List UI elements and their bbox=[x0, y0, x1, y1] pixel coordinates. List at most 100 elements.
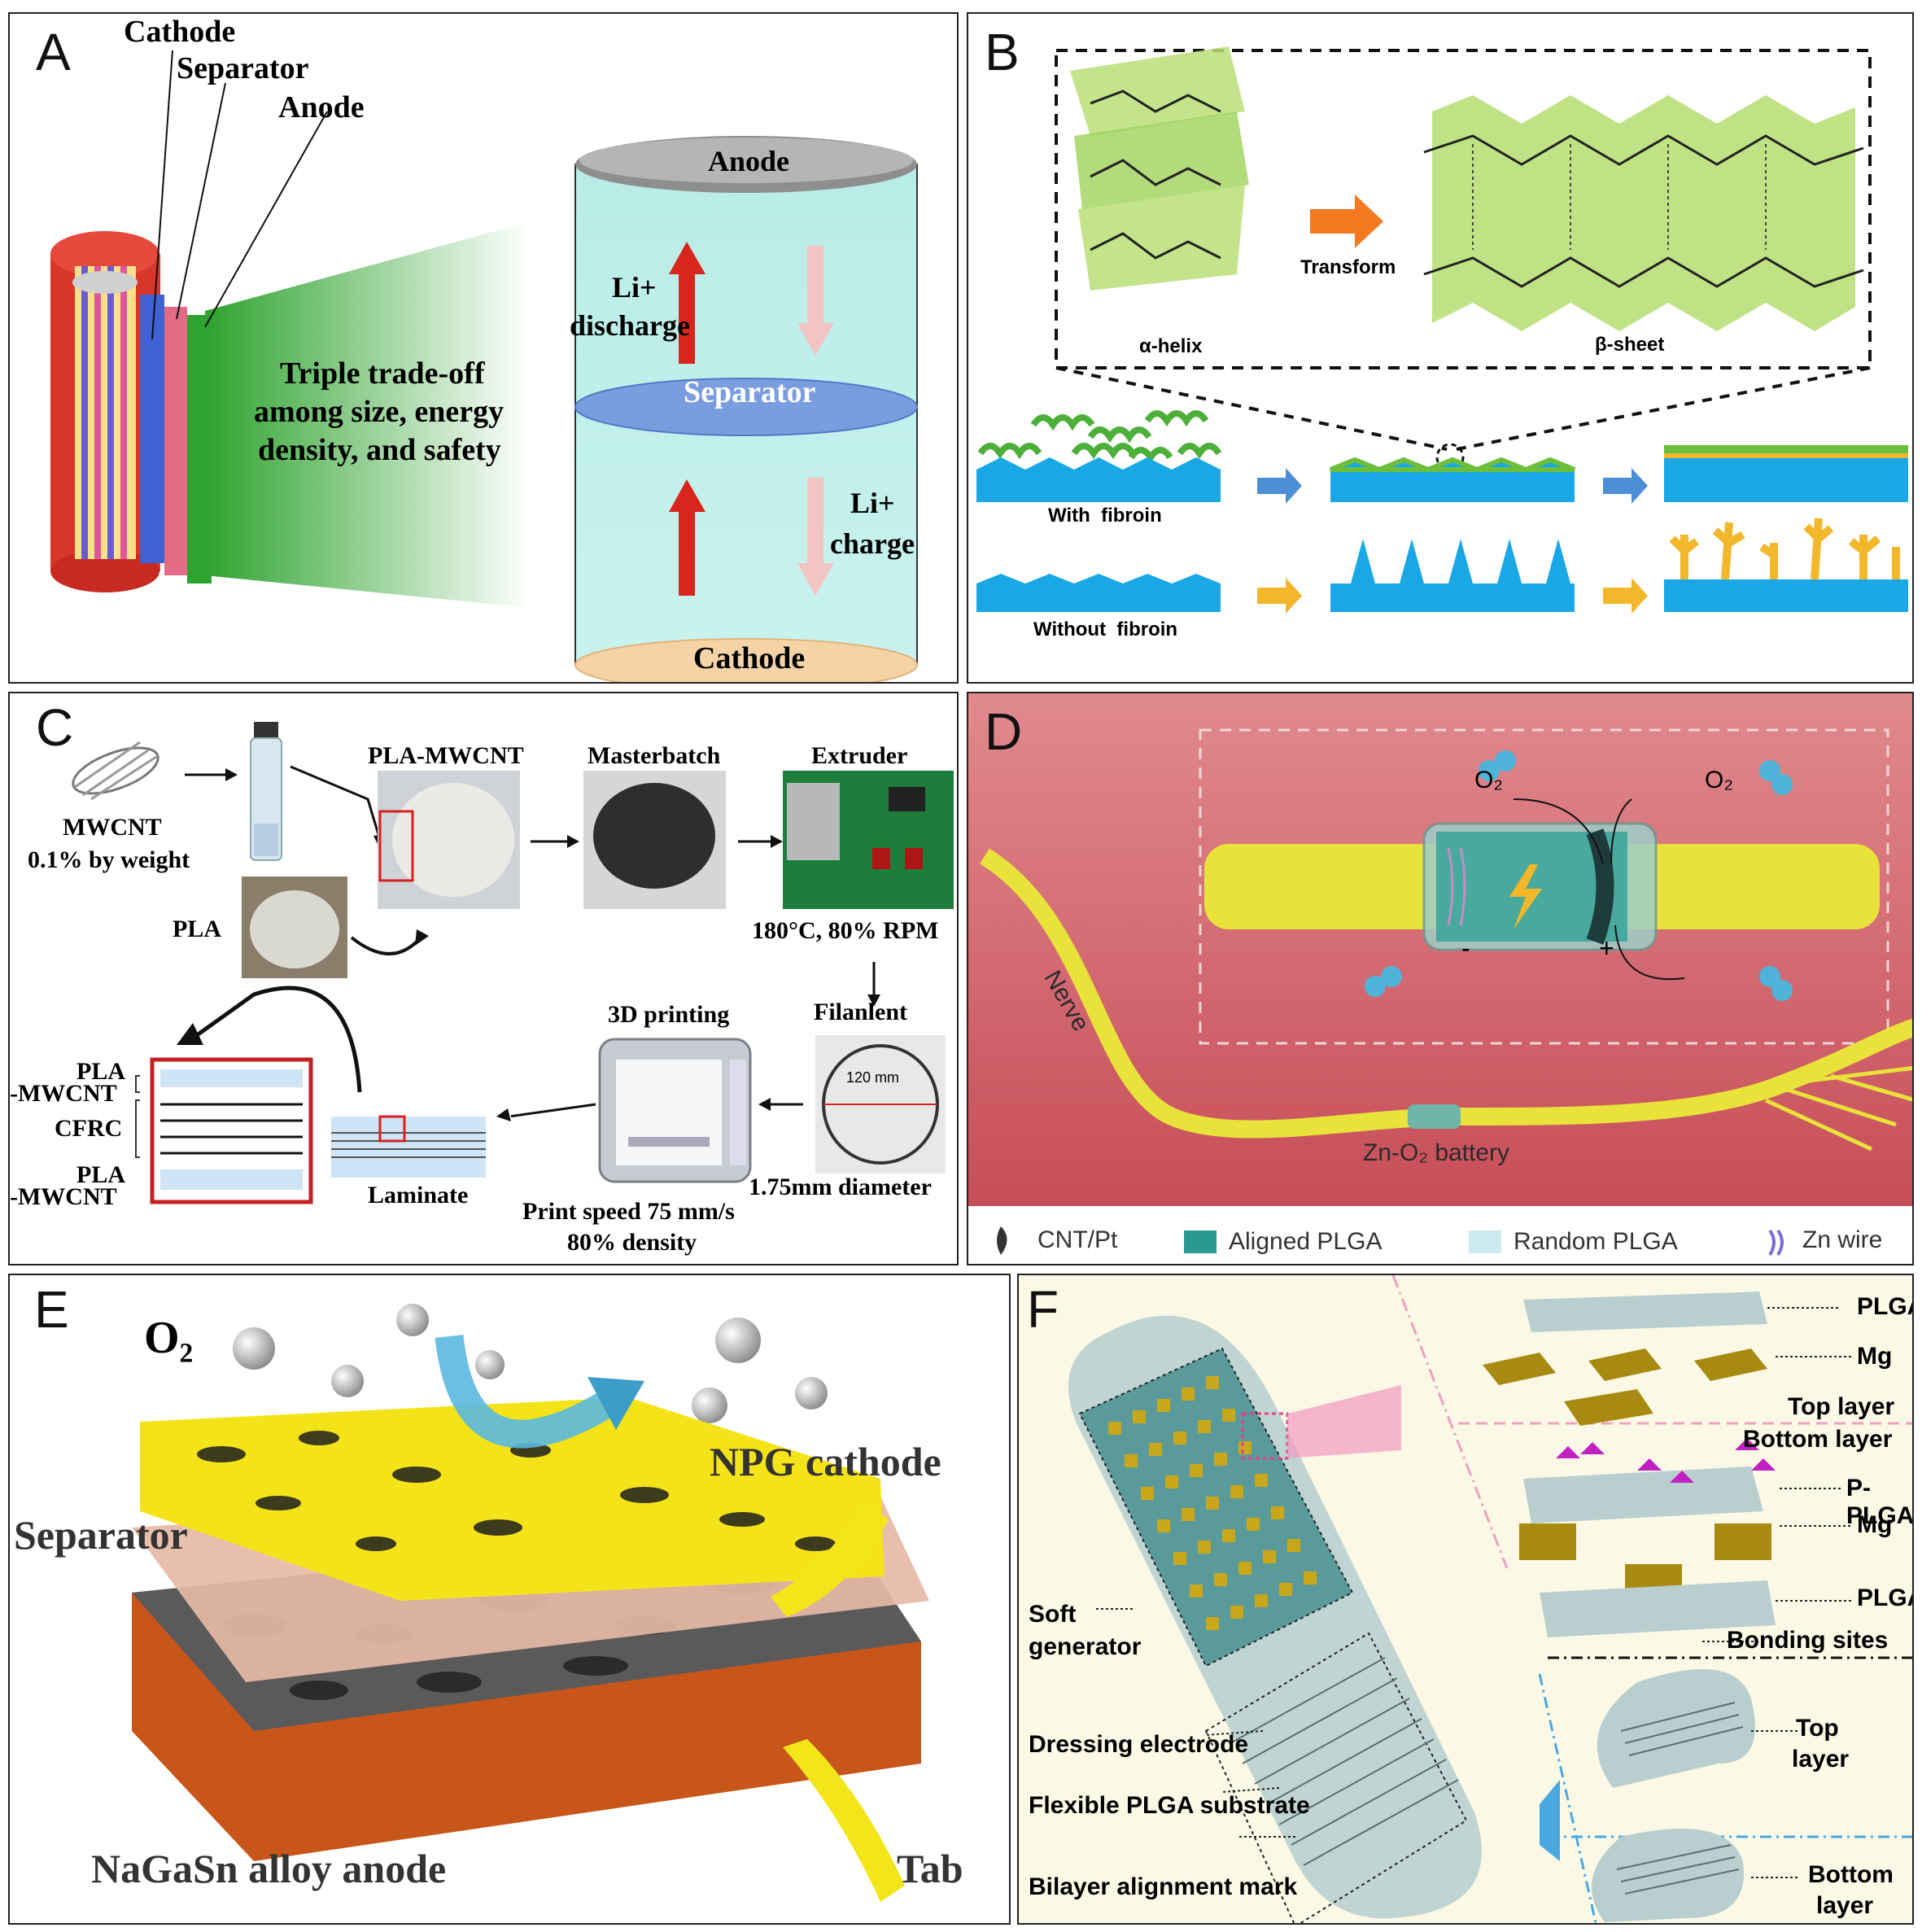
transform-label: Transform bbox=[1300, 256, 1396, 278]
panel-e: E bbox=[8, 1274, 1011, 1925]
tradeoff-beam bbox=[205, 221, 531, 608]
panel-f: F PLGA Mg Top layer Bottom layer P-PLGA … bbox=[1017, 1274, 1914, 1925]
lightning-icon bbox=[1509, 864, 1542, 929]
tradeoff-line-1: Triple trade-off bbox=[280, 356, 485, 391]
pla-mwcnt-label: PLA-MWCNT bbox=[368, 742, 524, 769]
printing-label: 3D printing bbox=[608, 1001, 730, 1028]
f-plga-bot: PLGA bbox=[1857, 1585, 1912, 1611]
f-bottom-layer: Bottom layer bbox=[1743, 1426, 1893, 1453]
with-fibroin-label: With fibroin bbox=[1048, 505, 1162, 527]
anode-tab bbox=[783, 1739, 905, 1902]
panel-d: D O₂ O₂ - + Nerve Zn-O₂ battery CNT/Pt A… bbox=[967, 692, 1914, 1265]
arrow-1a bbox=[1257, 468, 1302, 504]
f-pplga: P-PLGA bbox=[1846, 1475, 1914, 1529]
li-charge-2: charge bbox=[830, 527, 915, 560]
laminate-icon bbox=[331, 1115, 486, 1178]
bottom-layer-blob bbox=[1592, 1829, 1745, 1922]
label-cathode: Cathode bbox=[124, 15, 236, 49]
panel-c: C bbox=[8, 692, 959, 1265]
tradeoff-line-2: among size, energy bbox=[254, 395, 505, 429]
f-plga-top: PLGA bbox=[1857, 1293, 1912, 1320]
panel-b-graphic bbox=[976, 46, 1908, 614]
alpha-helix-label: α-helix bbox=[1139, 335, 1203, 357]
filament-diameter: 1.75mm diameter bbox=[749, 1174, 932, 1200]
masterbatch-label: Masterbatch bbox=[588, 742, 721, 769]
label-anode: Anode bbox=[278, 90, 365, 125]
layer-top-1: PLA bbox=[76, 1058, 125, 1085]
panel-e-label: E bbox=[34, 1280, 69, 1339]
tradeoff-line-3: density, and safety bbox=[258, 433, 501, 467]
f-soft-gen-1: Soft bbox=[1029, 1601, 1077, 1628]
dendrites bbox=[1669, 518, 1900, 580]
panel-e-graphic bbox=[132, 1304, 929, 1902]
transform-arrow bbox=[1310, 195, 1383, 248]
layer-mid: CFRC bbox=[55, 1115, 123, 1142]
legend-aligned: Aligned PLGA bbox=[1229, 1228, 1383, 1255]
panel-c-graphic bbox=[72, 722, 954, 1204]
panel-b: B bbox=[967, 12, 1914, 684]
layer-bot-2: -MWCNT bbox=[10, 1183, 117, 1210]
separator-sheet bbox=[164, 307, 187, 575]
panel-f-graphic bbox=[1068, 1275, 1912, 1923]
f-top-layer2-2: layer bbox=[1792, 1746, 1850, 1772]
cathode-tab bbox=[771, 1503, 889, 1617]
arrow-2a bbox=[1257, 578, 1302, 614]
beta-sheet-label: β-sheet bbox=[1595, 334, 1665, 356]
cathode-disc bbox=[574, 638, 918, 682]
filament-label: Filanlent bbox=[814, 999, 908, 1025]
oxygen-bubbles bbox=[233, 1304, 828, 1423]
layer-bot-1: PLA bbox=[76, 1161, 125, 1188]
arrow-1b bbox=[1603, 468, 1648, 504]
layer-top-2: -MWCNT bbox=[10, 1080, 117, 1107]
vial-icon bbox=[250, 722, 282, 861]
print-cond-2: 80% density bbox=[567, 1229, 697, 1256]
plus-sign: + bbox=[1599, 933, 1614, 963]
plga-layer-top bbox=[1523, 1292, 1767, 1332]
substrate-2c bbox=[1664, 579, 1908, 612]
oxygen-flow-arrow bbox=[435, 1335, 611, 1449]
panel-a-graphic bbox=[50, 50, 918, 682]
panel-d-graphic bbox=[968, 693, 1912, 1264]
f-top-layer2-1: Top bbox=[1796, 1715, 1839, 1742]
fibroin-chains bbox=[977, 410, 1222, 464]
panel-f-label: F bbox=[1027, 1280, 1059, 1339]
legend-aligned-icon bbox=[1184, 1230, 1217, 1253]
generator-cells bbox=[1108, 1376, 1317, 1630]
separator-label: Separator bbox=[14, 1512, 188, 1558]
anode-label: NaGaSn alloy anode bbox=[91, 1846, 447, 1891]
substrate-2b bbox=[1330, 539, 1575, 612]
li-discharge-1: Li+ bbox=[612, 271, 657, 304]
substrate-2a bbox=[976, 574, 1221, 612]
o2-left: O₂ bbox=[1474, 767, 1503, 793]
panel-d-label: D bbox=[985, 702, 1023, 761]
legend-random: Random PLGA bbox=[1514, 1228, 1678, 1255]
f-bonding: Bonding sites bbox=[1727, 1627, 1889, 1654]
dressing-electrode bbox=[1204, 1632, 1468, 1923]
cathode-block bbox=[140, 1397, 885, 1601]
print-cond-1: Print speed 75 mm/s bbox=[522, 1198, 735, 1225]
legend-cntpt-icon bbox=[997, 1226, 1007, 1255]
o2-label: O₂ bbox=[144, 1313, 194, 1363]
panel-a: A bbox=[8, 12, 959, 684]
li-discharge-2: discharge bbox=[570, 309, 690, 342]
alpha-helix-ribbon bbox=[1070, 46, 1245, 136]
top-layer-blob bbox=[1597, 1669, 1755, 1788]
o2-right: O₂ bbox=[1705, 767, 1733, 793]
minus-sign: - bbox=[1461, 933, 1470, 963]
f-soft-gen-2: generator bbox=[1029, 1633, 1142, 1660]
cyl-cathode-label: Cathode bbox=[693, 641, 806, 675]
extruder-cond: 180°C, 80% RPM bbox=[752, 917, 939, 944]
filament-length: 120 mm bbox=[846, 1069, 900, 1086]
label-separator: Separator bbox=[177, 51, 309, 85]
legend-zn: Zn wire bbox=[1802, 1226, 1883, 1253]
panel-a-label: A bbox=[36, 23, 71, 81]
legend-zn-icon bbox=[1768, 1229, 1784, 1257]
laminate-label: Laminate bbox=[368, 1182, 469, 1209]
substrate-1a bbox=[976, 457, 1221, 502]
panel-c-label: C bbox=[36, 698, 74, 757]
panel-b-label: B bbox=[985, 23, 1020, 81]
f-alignment: Bilayer alignment mark bbox=[1029, 1873, 1298, 1900]
arrow-2b bbox=[1603, 578, 1648, 614]
anode-sheet bbox=[187, 315, 212, 584]
battery-label: Zn-O₂ battery bbox=[1363, 1139, 1510, 1166]
